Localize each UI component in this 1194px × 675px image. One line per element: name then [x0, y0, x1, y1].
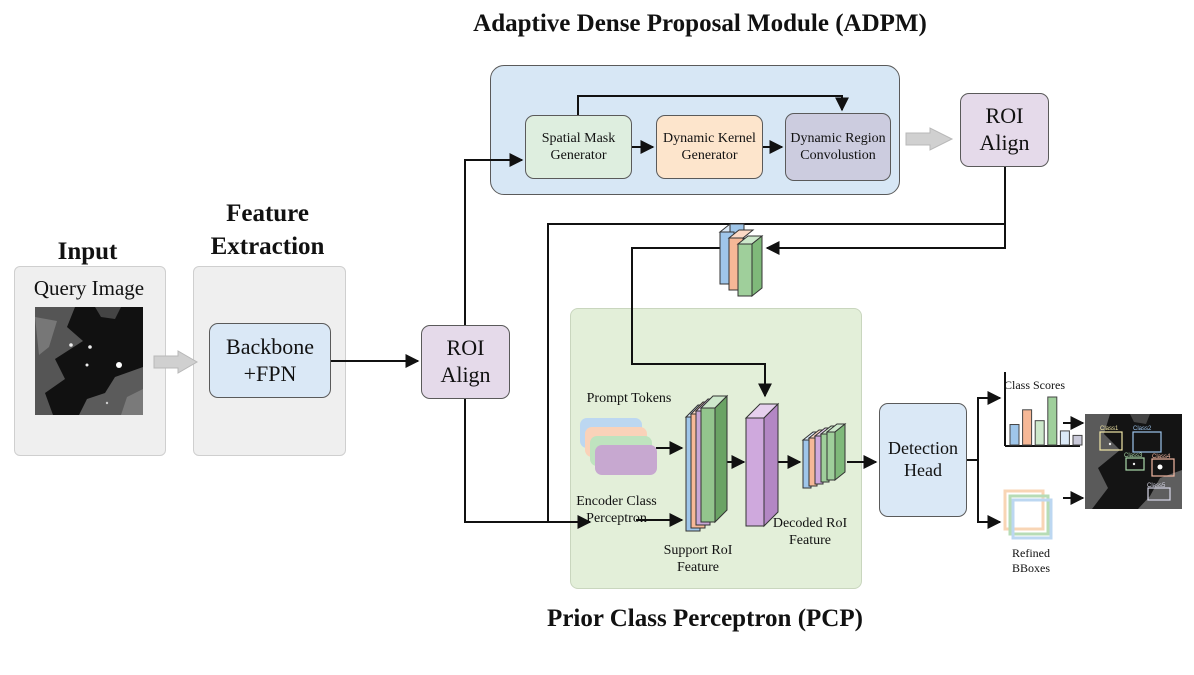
- query-image-label: Query Image: [33, 276, 145, 300]
- refined-bboxes-icon: [1003, 489, 1053, 540]
- encoder-class-perceptron-label: Encoder Class Perceptron: [576, 494, 657, 527]
- support-roi-feature: [684, 394, 729, 532]
- detection-label: Class4: [1152, 454, 1171, 460]
- detection-head-box: Detection Head: [879, 403, 967, 517]
- feature-extraction-title: Feature Extraction: [210, 200, 325, 260]
- decoded-roi-feature: [801, 422, 847, 489]
- head-to-bboxes-arrow: [977, 460, 1002, 529]
- spatial-mask-generator-box: Spatial Mask Generator: [525, 115, 632, 179]
- roi-align-right-box: ROI Align: [960, 93, 1049, 167]
- decoded-block: [744, 402, 780, 528]
- input-to-backbone-arrow: [153, 350, 198, 374]
- decoded-roi-feature-label: Decoded RoI Feature: [772, 516, 848, 549]
- class-score-bar: [1022, 409, 1033, 446]
- class-scores-bars: [1009, 396, 1083, 446]
- dynamic-kernel-generator-box: Dynamic Kernel Generator: [656, 115, 763, 179]
- roi-to-spatial-mask-arrow: [464, 153, 524, 325]
- roi-right-to-encoder-line: [547, 167, 1006, 522]
- dynamic-region-convolution-box: Dynamic Region Convolustion: [785, 113, 891, 181]
- support-roi-feature-label: Support RoI Feature: [663, 543, 733, 576]
- detection-label: Class2: [1133, 426, 1152, 432]
- roi-left-to-encoder-arrow: [464, 399, 592, 529]
- class-score-bar: [1059, 430, 1070, 446]
- roi-align-left-box: ROI Align: [421, 325, 510, 399]
- detection-label: Class3: [1124, 453, 1143, 459]
- mask-to-region-skip-arrow: [577, 95, 849, 115]
- adpm-to-roi-arrow: [905, 127, 954, 151]
- stacked-feature-maps: [718, 223, 764, 298]
- prompt-tokens: [580, 418, 657, 475]
- prompt-tokens-label: Prompt Tokens: [586, 391, 672, 406]
- detection-label: Class1: [1100, 426, 1119, 432]
- pcp-title: Prior Class Perceptron (PCP): [547, 605, 863, 632]
- head-to-scores-arrow: [967, 391, 1002, 461]
- maps-to-decoded-arrow: [631, 247, 772, 398]
- class-score-bar: [1009, 424, 1020, 446]
- class-score-bar: [1047, 396, 1058, 446]
- backbone-fpn-box: Backbone +FPN: [209, 323, 331, 398]
- class-scores-label: Class Scores: [1004, 378, 1065, 392]
- detection-label: Class5: [1147, 483, 1166, 489]
- class-score-bar: [1072, 434, 1083, 446]
- adpm-title: Adaptive Dense Proposal Module (ADPM): [473, 10, 927, 37]
- query-image: [35, 307, 143, 415]
- class-scores-axes: [1004, 372, 1080, 447]
- roi-right-to-maps-arrow: [765, 224, 1006, 255]
- refined-bboxes-label: Refined BBoxes: [1011, 546, 1050, 575]
- input-title: Input: [57, 238, 118, 265]
- class-score-bar: [1034, 420, 1045, 446]
